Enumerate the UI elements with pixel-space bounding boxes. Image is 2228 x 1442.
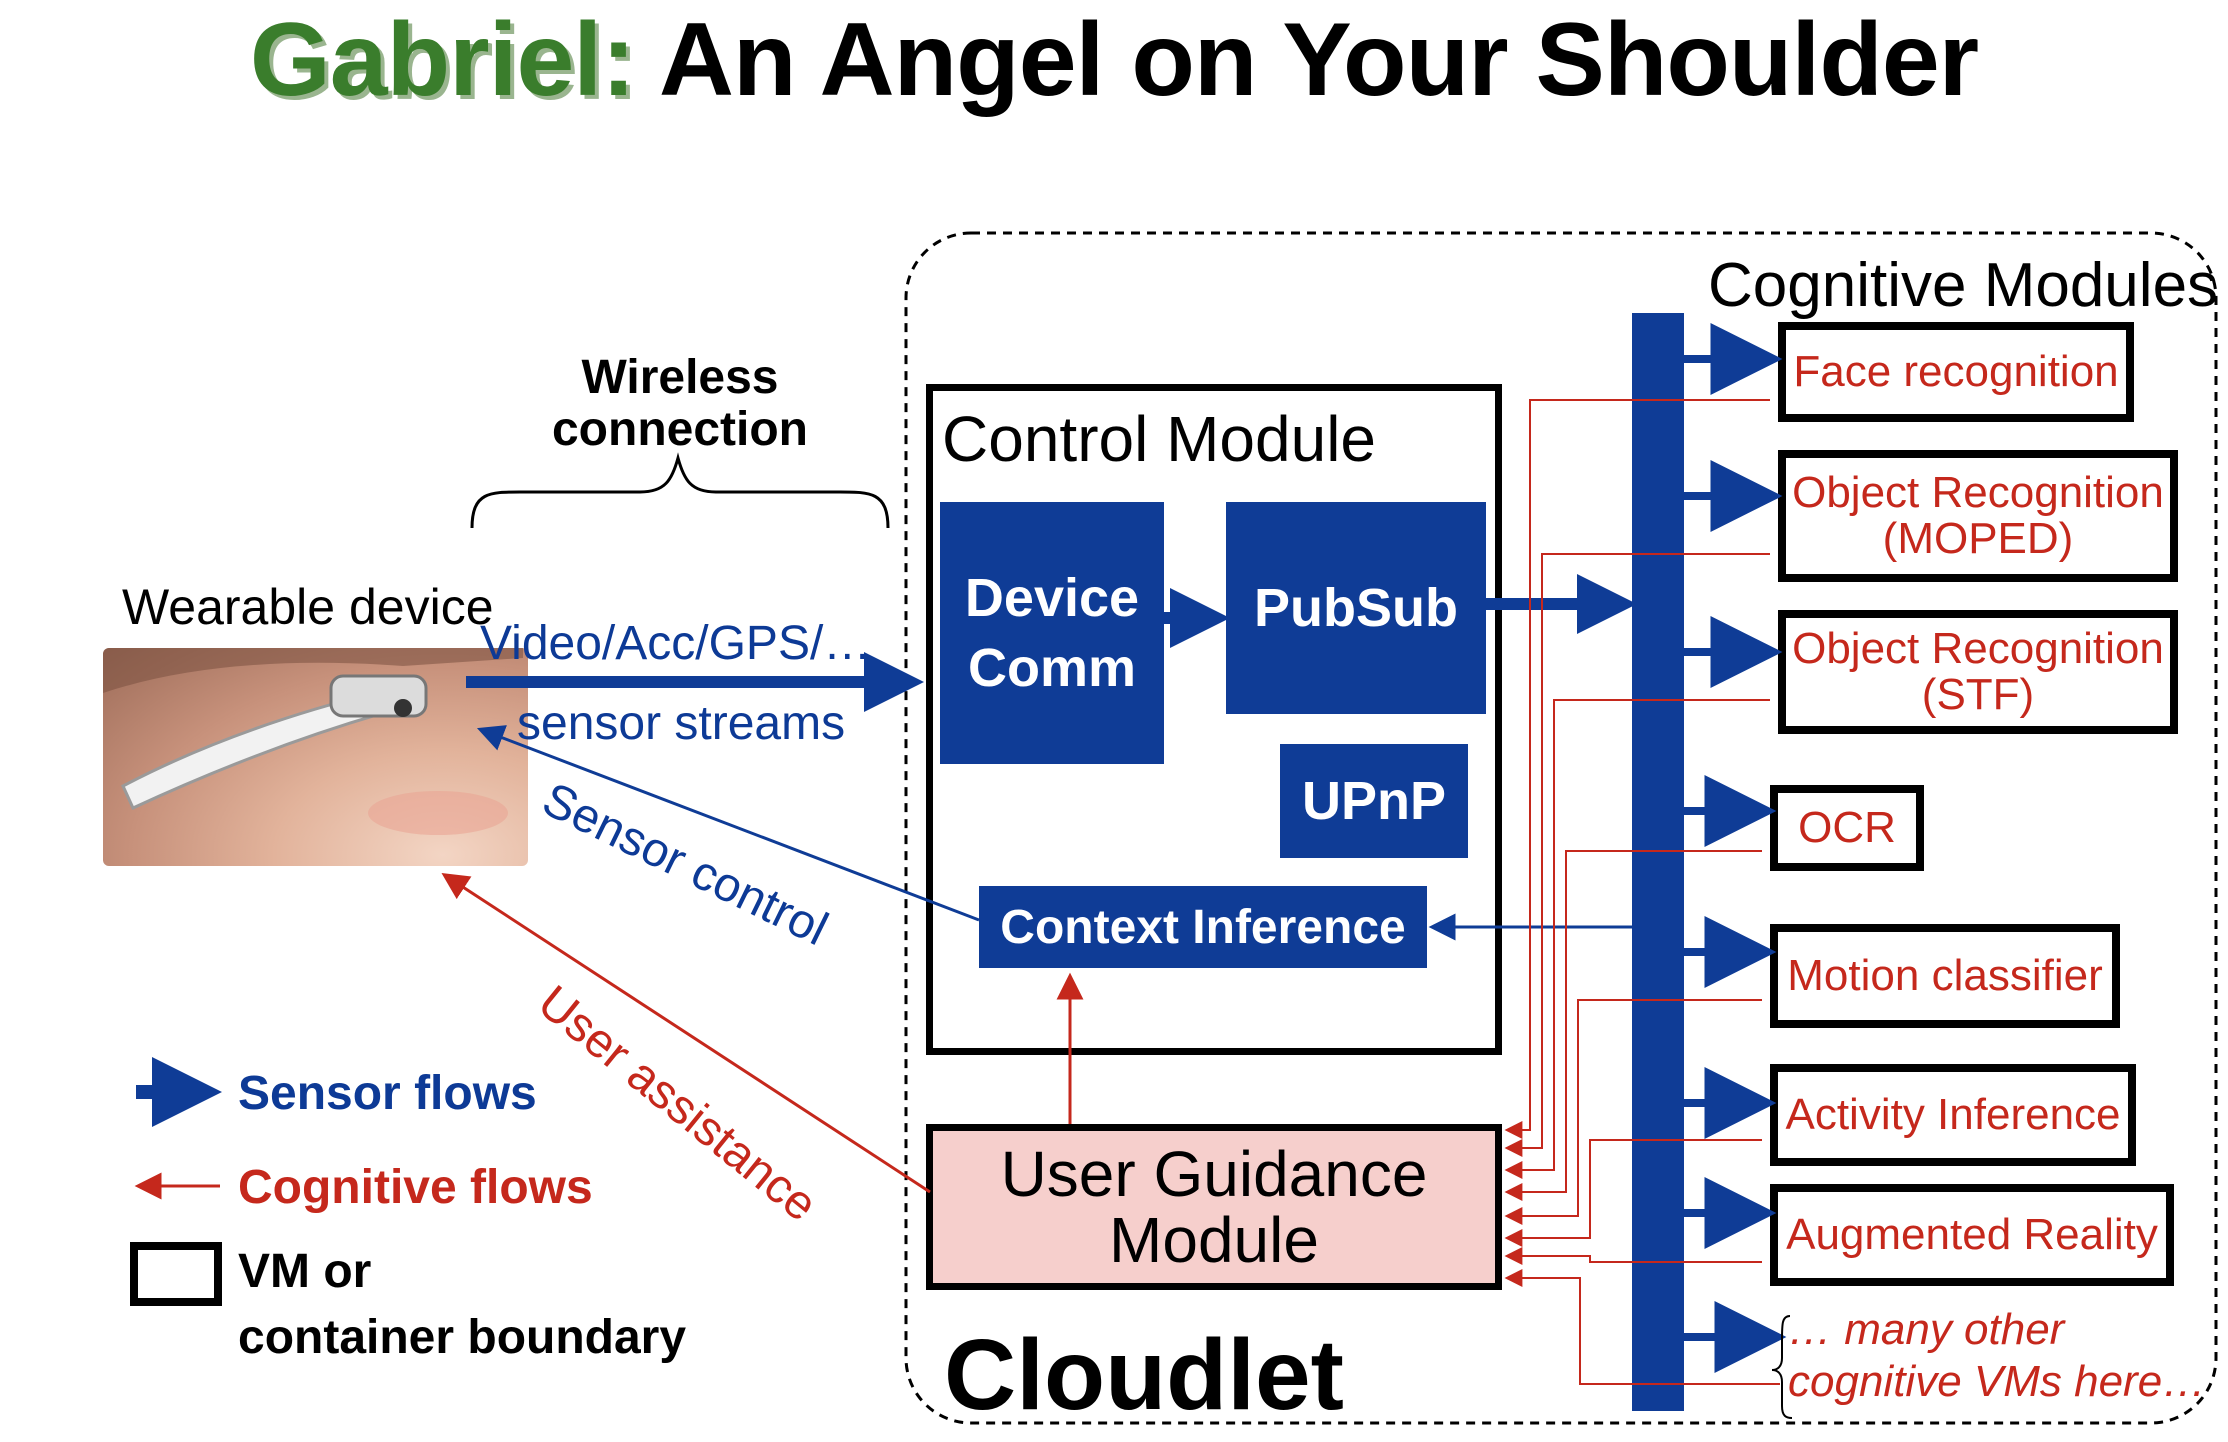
device-comm-line1: Device (964, 568, 1140, 628)
module-moped-line1: Object Recognition (1792, 467, 2164, 517)
user-guidance-line1: User Guidance (1000, 1138, 1428, 1210)
wearable-device-image (103, 648, 528, 866)
cloudlet-label: Cloudlet (944, 1319, 1344, 1431)
device-comm-line2: Comm (967, 638, 1136, 698)
user-guidance-module: User Guidance Module (926, 1124, 1502, 1290)
brace-icon (470, 452, 890, 529)
module-ocr-label: OCR (1798, 802, 1896, 852)
module-ar-label: Augmented Reality (1786, 1209, 2158, 1259)
user-guidance-line2: Module (1109, 1204, 1319, 1276)
module-stf-line2: (STF) (1921, 670, 2035, 719)
pubsub-box: PubSub (1226, 502, 1486, 714)
curly-brace-icon (1771, 1315, 1793, 1419)
wireless-line1: Wireless (581, 351, 779, 404)
wireless-label: Wireless connection (520, 352, 840, 456)
title-rest: An Angel on Your Shoulder (658, 2, 1979, 118)
device-comm-box: Device Comm (940, 502, 1164, 764)
module-activity-label: Activity Inference (1785, 1089, 2121, 1139)
control-module-title: Control Module (942, 403, 1376, 475)
module-moped-line2: (MOPED) (1882, 514, 2074, 563)
module-ocr: OCR (1770, 785, 1924, 871)
module-face-recognition-label: Face recognition (1793, 346, 2119, 396)
legend-vm-line1: VM or (238, 1245, 372, 1298)
module-object-recognition-stf: Object Recognition (STF) (1778, 610, 2178, 734)
legend-vm-line2: container boundary (238, 1311, 687, 1364)
module-stf-line1: Object Recognition (1792, 623, 2164, 673)
many-other-line2: cognitive VMs here… (1788, 1357, 2207, 1406)
upnp-box: UPnP (1280, 744, 1468, 858)
title-name: Gabriel: (249, 2, 636, 118)
module-face-recognition: Face recognition (1778, 322, 2134, 422)
legend-cognitive-flows: Cognitive flows (238, 1161, 593, 1214)
context-inference-box: Context Inference (979, 886, 1427, 968)
streams-label-1: Video/Acc/GPS/… (480, 617, 872, 670)
many-other-label: … many other cognitive VMs here… (1788, 1304, 2206, 1408)
module-augmented-reality: Augmented Reality (1770, 1184, 2174, 1286)
module-activity-inference: Activity Inference (1770, 1064, 2136, 1166)
cognitive-modules-title: Cognitive Modules (1708, 251, 2219, 320)
pubsub-bus (1632, 313, 1684, 1411)
legend-sensor-flows: Sensor flows (238, 1067, 537, 1120)
page-title: Gabriel: An Angel on Your Shoulder (0, 8, 2228, 112)
wireless-line2: connection (551, 403, 808, 456)
module-object-recognition-moped: Object Recognition (MOPED) (1778, 450, 2178, 582)
many-other-line1: … many other (1788, 1305, 2065, 1354)
streams-label-2: sensor streams (517, 697, 846, 750)
legend-vm-box-icon (130, 1242, 222, 1306)
wearable-label: Wearable device (122, 579, 494, 635)
glasses-icon (103, 648, 523, 835)
module-motion-label: Motion classifier (1787, 950, 2103, 1000)
